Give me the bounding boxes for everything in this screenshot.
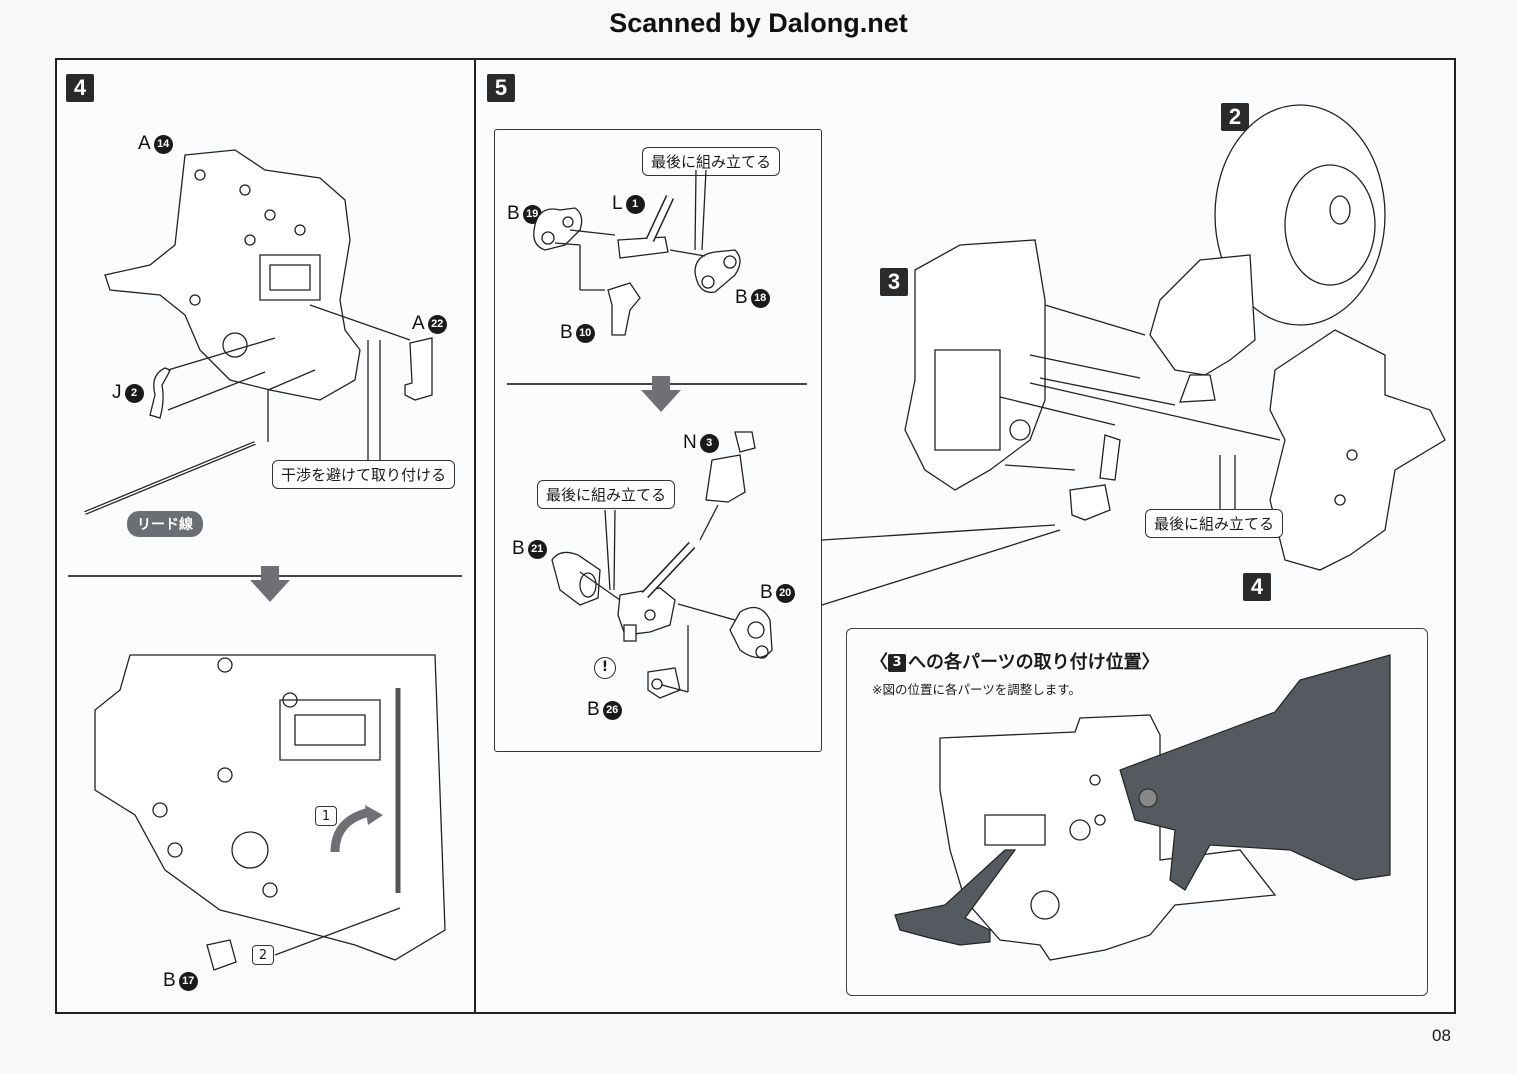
part-label-a14: A 14 — [138, 133, 173, 155]
sprue-letter: B — [760, 582, 773, 603]
sprue-letter: A — [138, 133, 151, 154]
sprue-letter: J — [112, 382, 122, 403]
sprue-letter: A — [412, 313, 425, 334]
subassembly-4-badge: 4 — [1243, 573, 1271, 601]
assembly-callout-assemble-last: 最後に組み立てる — [1145, 509, 1284, 538]
step-4-down-arrow-icon — [250, 566, 290, 602]
column-divider — [474, 58, 476, 1014]
sprue-letter: B — [735, 287, 748, 308]
sprue-letter: L — [612, 193, 623, 214]
sprue-letter: B — [163, 970, 176, 991]
part-label-b20: B 20 — [760, 582, 795, 604]
substep-1-marker: 1 — [315, 806, 337, 826]
subassembly-3-badge: 3 — [880, 268, 908, 296]
part-number-badge: 26 — [602, 700, 622, 720]
step-4-callout-avoid-interference: 干渉を避けて取り付ける — [272, 460, 456, 489]
scan-credit-header: Scanned by Dalong.net — [609, 8, 908, 38]
part-number-badge: 17 — [178, 971, 198, 991]
step-5-down-arrow-icon — [641, 376, 681, 412]
substep-2-marker: 2 — [252, 945, 274, 965]
step-5-badge: 5 — [487, 74, 515, 102]
part-number-badge: 1 — [625, 194, 645, 214]
part-number-badge: 10 — [575, 323, 595, 343]
part-number-badge: 21 — [527, 539, 547, 559]
part-number-badge: 2 — [124, 383, 144, 403]
part-label-l1: L 1 — [612, 193, 645, 215]
part-number-badge: 18 — [750, 288, 770, 308]
part-label-b26: B 26 — [587, 699, 622, 721]
step-4-badge: 4 — [66, 74, 94, 102]
sprue-letter: B — [560, 322, 573, 343]
sprue-letter: N — [683, 432, 697, 453]
part-label-a22: A 22 — [412, 313, 447, 335]
lead-wire-label: リード線 — [127, 511, 203, 537]
part-label-b10: B 10 — [560, 322, 595, 344]
inset-title-text: への各パーツの取り付け位置〉 — [908, 652, 1160, 673]
part-label-b17: B 17 — [163, 970, 198, 992]
part-label-b21: B 21 — [512, 538, 547, 560]
part-label-b18: B 18 — [735, 287, 770, 309]
inset-title-open-bracket: 〈 — [870, 652, 888, 673]
sprue-letter: B — [587, 699, 600, 720]
step-5-callout-assemble-last-top: 最後に組み立てる — [642, 147, 781, 176]
part-number-badge: 20 — [775, 583, 795, 603]
part-number-badge: 22 — [427, 314, 447, 334]
inset-title-ref-badge: 3 — [888, 654, 906, 672]
part-label-j2: J 2 — [112, 382, 144, 404]
step-5-callout-assemble-last-bottom: 最後に組み立てる — [537, 480, 676, 509]
step-5-subassembly-box — [494, 129, 822, 752]
part-label-n3: N 3 — [683, 432, 719, 454]
part-number-badge: 14 — [153, 134, 173, 154]
inset-note: ※図の位置に各パーツを調整します。 — [872, 682, 1081, 697]
page-number: 08 — [1432, 1026, 1451, 1045]
sprue-letter: B — [507, 203, 520, 224]
sprue-letter: B — [512, 538, 525, 559]
caution-icon: ! — [594, 657, 616, 679]
part-number-badge: 3 — [699, 433, 719, 453]
subassembly-2-badge: 2 — [1221, 103, 1249, 131]
